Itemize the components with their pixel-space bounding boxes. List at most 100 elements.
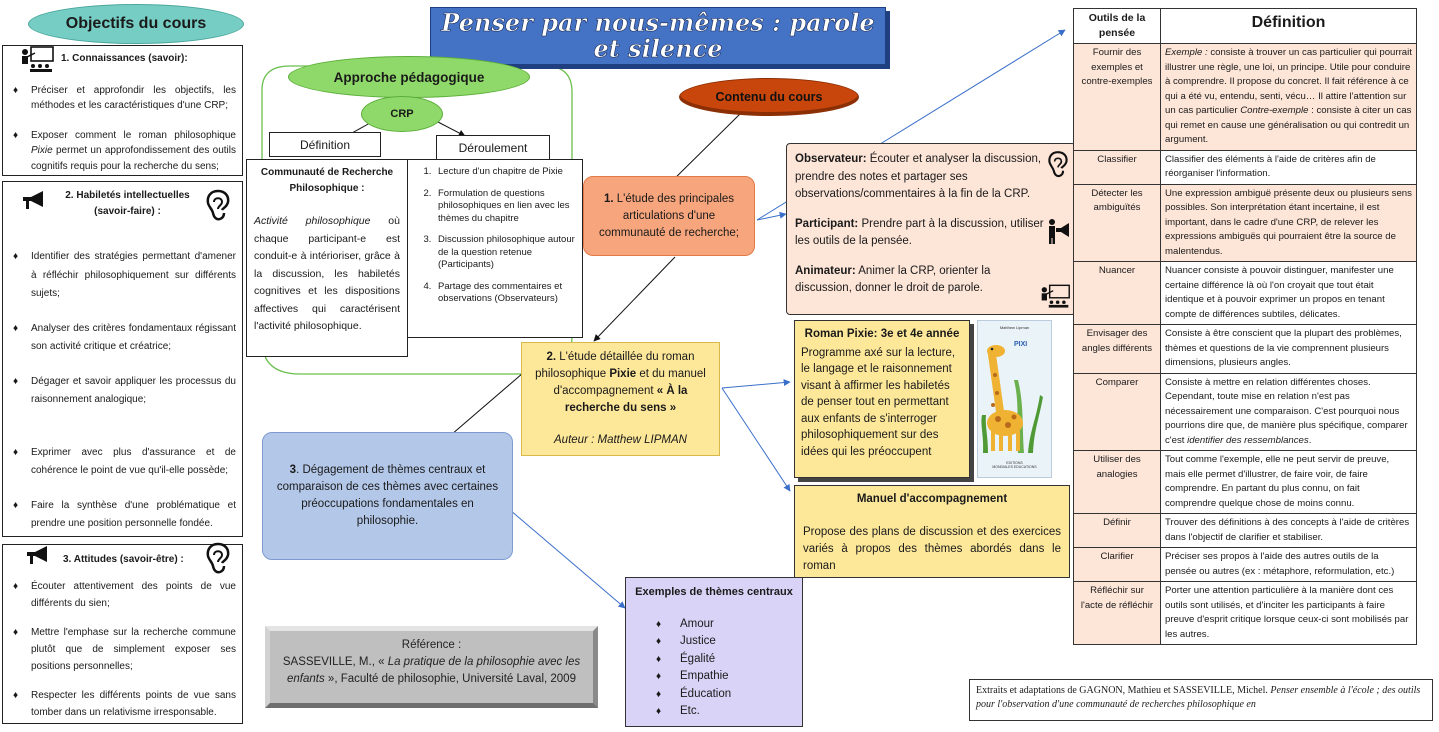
extraits-box: Extraits et adaptations de GAGNON, Mathi… [969,679,1433,721]
deroulement-steps: Lecture d'un chapitre de Pixie Formulati… [412,166,576,306]
outil-name: Réfléchir sur l'acte de réfléchir [1073,581,1161,645]
role-text: Prendre part à la discussion, utiliser l… [795,217,1044,248]
outil-definition: Nuancer consiste à pouvoir distinguer, m… [1160,261,1417,325]
list-item: Exposer comment le roman philosophique P… [9,128,236,175]
reference-box: Référence : SASSEVILLE, M., « La pratiqu… [265,626,598,708]
outil-name: Définir [1073,513,1161,548]
outil-name: Utiliser des analogies [1073,450,1161,514]
step-item: Formulation de questions philosophiques … [434,188,576,226]
outil-name: Fournir des exemples et contre-exemples [1073,43,1161,151]
cover-title: PIXI [1014,341,1028,348]
step-item: Lecture d'un chapitre de Pixie [434,166,576,179]
manuel-box: Manuel d'accompagnement Propose des plan… [794,485,1070,578]
outil-name: Envisager des angles différents [1073,324,1161,374]
contenu-item-2-t3: et du manuel d'accompagnement [553,368,706,397]
crp-label: CRP [390,108,414,120]
definition-segment: Tout comme l'exemple, elle ne peut servi… [1165,454,1390,509]
definition-segment: Consiste à être conscient que la plupart… [1165,328,1402,368]
communaute-text: Activité philosophique où chaque partici… [254,213,400,336]
connaissances-heading: 1. Connaissances (savoir): [61,53,188,64]
theme-item: Empathie [652,668,794,686]
outils-table: Outils de la pensée Définition Fournir d… [1073,8,1417,645]
contenu-item-2-t2: Pixie [609,368,637,380]
list-item: Identifier des stratégies permettant d'a… [9,248,236,304]
role-animateur: Animateur: Animer la CRP, orienter la di… [795,263,1067,298]
roman-title: Roman Pixie: 3e et 4e année [804,328,960,340]
themes-box: Exemples de thèmes centraux Amour Justic… [625,577,803,727]
list-item: Analyser des critères fondamentaux régis… [9,320,236,357]
contenu-label: Contenu du cours [679,78,859,116]
cover-publisher: EDITIONS MONDIALES EDUCATIONS [992,461,1037,469]
definition-segment: Porter une attention particulière à la m… [1165,585,1409,640]
definition-segment: Trouver des définitions à des concepts à… [1165,517,1410,543]
theme-item: Égalité [652,651,794,669]
connaissances-list: Préciser et approfondir les objectifs, l… [9,83,236,175]
attitudes-list: Écouter attentivement des points de vue … [9,578,236,721]
step-item: Discussion philosophique autour de la qu… [434,234,576,272]
deroulement-label: Déroulement [458,140,528,155]
outil-definition: Une expression ambiguë présente deux ou … [1160,183,1417,262]
pixie-book-cover: Matthew Lipman PIXI EDITIONS MONDIALES E… [977,320,1052,478]
definition-segment: Exemple : [1165,47,1208,58]
list-item: Dégager et savoir appliquer les processu… [9,373,236,410]
contenu-item-3-text: 3. Dégagement de thèmes centraux et comp… [273,462,502,530]
outil-name: Clarifier [1073,547,1161,582]
extraits-text: Extraits et adaptations de GAGNON, Mathi… [976,684,1426,712]
definition-segment: Nuancer consiste à pouvoir distinguer, m… [1165,265,1394,320]
manuel-title: Manuel d'accompagnement [856,493,1008,505]
deroulement-label-box: Déroulement [436,135,550,160]
outil-definition: Porter une attention particulière à la m… [1160,581,1417,645]
outil-definition: Exemple : consiste à trouver un cas part… [1160,43,1417,151]
outils-table-wrap: Outils de la pensée Définition Fournir d… [1073,8,1417,675]
extraits-italic: Penser ensemble à l'école ; des outils p… [976,685,1421,710]
list-item: Exprimer avec plus d'assurance et de coh… [9,444,236,481]
approche-label-text: Approche pédagogique [333,69,485,85]
ear-icon [205,189,231,221]
roman-text: Programme axé sur la lecture, le langage… [801,346,956,458]
theme-item: Etc. [652,703,794,721]
outil-name: Comparer [1073,372,1161,451]
definition-segment: Une expression ambiguë présente deux ou … [1165,187,1412,257]
definition-segment: : consiste à citer un cas qui remet en c… [1165,105,1412,145]
extraits-plain: Extraits et adaptations de GAGNON, Mathi… [976,685,1271,696]
definition-col-header: Définition [1160,8,1417,44]
megaphone-icon [1047,218,1071,244]
role-text: Écouter et analyser la discussion, prend… [795,153,1042,200]
megaphone-icon [21,190,47,210]
table-header-row: Outils de la pensée Définition [1073,8,1417,44]
main-title: Penser par nous-mêmes : parole et silenc… [430,7,886,65]
megaphone-icon [25,545,51,565]
definition-label: Définition [299,137,351,152]
definition-segment: consiste à trouver un cas particulier qu… [1165,47,1412,116]
reference-rest: », Faculté de philosophie, Université La… [324,673,576,685]
theme-item: Éducation [652,686,794,704]
approche-label: Approche pédagogique [288,56,530,98]
themes-title: Exemples de thèmes centraux [635,586,793,598]
contenu-item-2-author: Auteur : Matthew LIPMAN [554,434,687,446]
list-item: Écouter attentivement des points de vue … [9,578,236,612]
outil-name: Classifier [1073,149,1161,185]
teacher-board-icon [19,46,55,72]
contenu-item-2-num: 2. [546,351,557,363]
outil-definition: Trouver des définitions à des concepts à… [1160,513,1417,548]
main-title-text: Penser par nous-mêmes : parole et silenc… [441,8,875,63]
ear-icon [205,542,231,574]
role-observateur: Observateur: Écouter et analyser la disc… [795,151,1067,204]
outil-name: Nuancer [1073,261,1161,325]
contenu-item-2: 2. L'étude détaillée du roman philosophi… [521,342,720,456]
list-item: Mettre l'emphase sur la recherche commun… [9,624,236,675]
step-item: Partage des commentaires et observations… [434,281,576,306]
outil-definition: Consiste à mettre en relation différente… [1160,372,1417,451]
contenu-item-2-text: 2. L'étude détaillée du roman philosophi… [530,349,711,417]
contenu-label-text: Contenu du cours [715,90,823,104]
connaissances-box: 1. Connaissances (savoir): Préciser et a… [2,45,243,176]
